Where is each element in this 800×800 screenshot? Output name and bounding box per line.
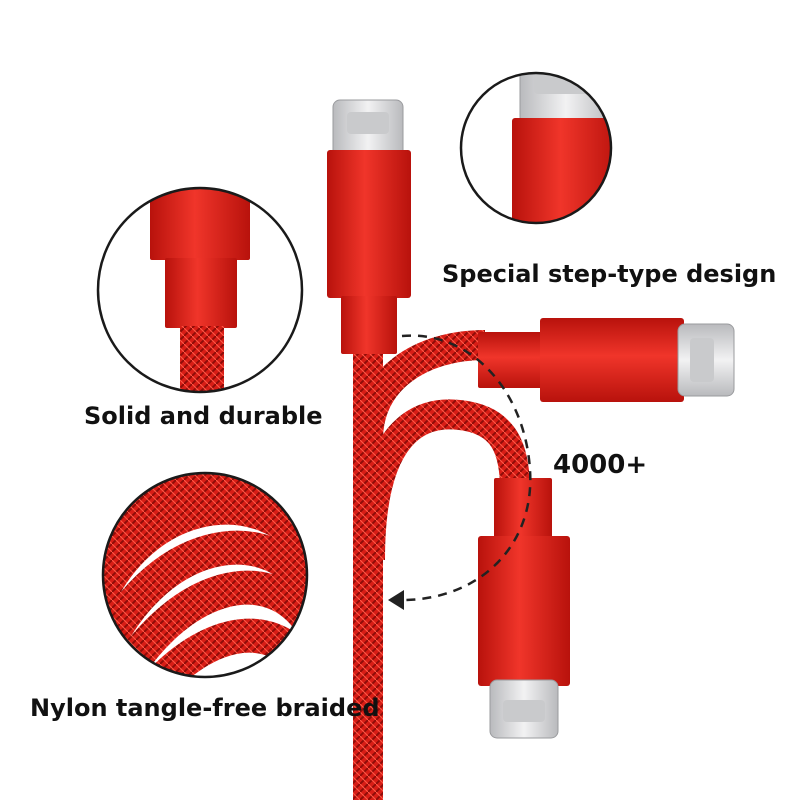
detail-circle-step-design (459, 71, 613, 225)
bend-count-label: 4000+ (553, 450, 648, 480)
bent-cable-right (353, 318, 735, 441)
durable-label: Solid and durable (84, 402, 323, 430)
step-design-label: Special step-type design (442, 260, 777, 288)
right-connector-housing (540, 318, 684, 402)
detail-circle-braided (101, 471, 309, 679)
main-connector-housing (327, 150, 411, 298)
down-connector-housing (478, 536, 570, 686)
bent-cable-down (355, 399, 570, 739)
braided-label: Nylon tangle-free braided (30, 694, 380, 722)
bend-arrow (388, 334, 532, 610)
detail-circle-durable (96, 186, 304, 394)
